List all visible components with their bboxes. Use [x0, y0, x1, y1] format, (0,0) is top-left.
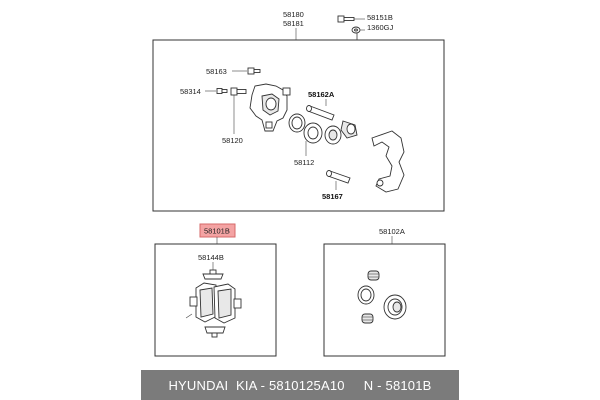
label-58144B: 58144B — [198, 253, 224, 262]
bolt-part — [337, 15, 355, 23]
caliper-assembly-box — [152, 39, 445, 212]
caliper-housing-part — [249, 83, 291, 132]
piston-part — [303, 122, 342, 145]
seal-kit-box — [323, 243, 446, 357]
seal-kit-piston-part — [383, 294, 407, 320]
label-58314: 58314 — [180, 87, 201, 96]
caliper-bracket-part — [371, 130, 405, 193]
dust-boot-part — [340, 120, 358, 139]
label-58162A: 58162A — [308, 90, 335, 99]
seal-kit-ring-part — [357, 285, 375, 305]
highlight-58101B[interactable] — [199, 223, 236, 238]
washer-part — [351, 26, 361, 34]
label-58112: 58112 — [294, 158, 314, 167]
guide-pin-lower-part — [326, 170, 351, 184]
bleeder-screw-part — [216, 88, 228, 94]
brake-pads-part — [185, 282, 242, 324]
label-58180: 58180 — [283, 10, 304, 19]
guide-rod-bolt-part — [230, 87, 247, 96]
footer-text: HYUNDAI KIA - 5810125A10 N - 58101B — [168, 377, 432, 393]
pad-kit-box — [154, 243, 277, 357]
seal-kit-boot-top-part — [367, 270, 380, 281]
parts-diagram: 58180 58181 58151B 1360GJ 58163 58314 58… — [152, 10, 446, 357]
guide-pin-upper-part — [306, 105, 335, 121]
pad-clip-top-part — [202, 269, 224, 280]
label-58163: 58163 — [206, 67, 227, 76]
seal-kit-boot-bottom-part — [361, 313, 374, 324]
label-58120: 58120 — [222, 136, 243, 145]
label-58151B: 58151B — [367, 13, 393, 22]
part-number-footer: HYUNDAI KIA - 5810125A10 N - 58101B — [141, 370, 459, 400]
bleeder-cap-part — [247, 67, 261, 75]
label-58101B: 58101B — [204, 227, 230, 236]
label-58181: 58181 — [283, 19, 304, 28]
label-58167: 58167 — [322, 192, 343, 201]
label-58102A: 58102A — [379, 227, 405, 236]
label-1360GJ: 1360GJ — [367, 23, 394, 32]
piston-seal-part — [288, 113, 306, 133]
pad-clip-bottom-part — [204, 326, 226, 338]
